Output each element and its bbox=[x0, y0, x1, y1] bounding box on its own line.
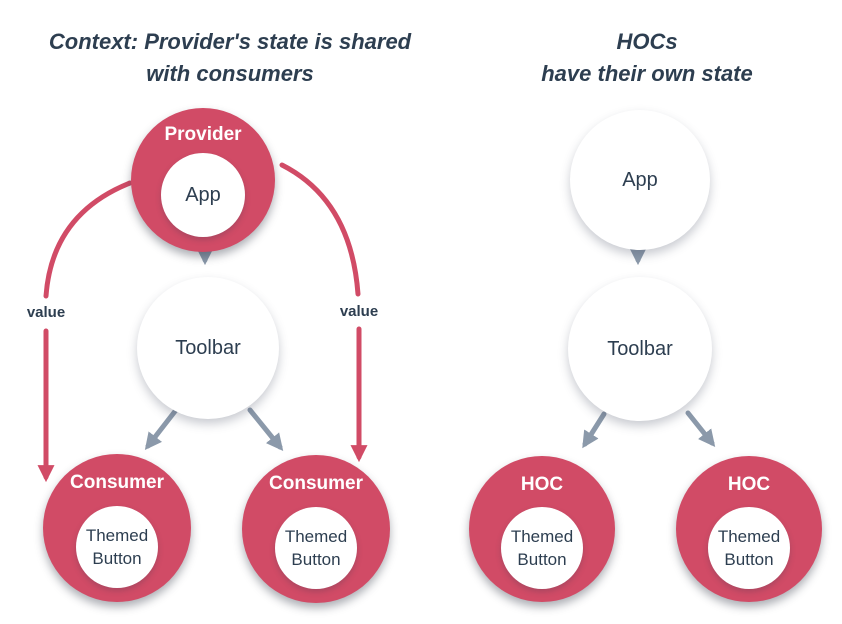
themed-button-circle-4: Themed Button bbox=[708, 507, 790, 589]
app-node-right: App bbox=[570, 110, 710, 250]
consumer-right-label: Consumer bbox=[269, 473, 363, 494]
app-label-left: App bbox=[185, 183, 221, 206]
themed-button-circle-1: Themed Button bbox=[76, 506, 158, 588]
themed-button-label-4: Themed Button bbox=[717, 527, 781, 569]
app-inner-circle-left: App bbox=[161, 153, 245, 237]
right-title-line2: have their own state bbox=[541, 61, 753, 86]
consumer-node-right: Consumer Themed Button bbox=[242, 455, 390, 603]
hoc-left-label: HOC bbox=[520, 474, 564, 495]
themed-button-label-2: Themed Button bbox=[284, 527, 348, 569]
hoc-right-label: HOC bbox=[727, 474, 771, 495]
toolbar-to-hoc-left-arrow bbox=[582, 411, 607, 449]
provider-node-label: Provider bbox=[164, 124, 242, 145]
left-title-line1: Context: Provider's state is shared bbox=[48, 29, 412, 54]
themed-button-label-1: Themed Button bbox=[85, 526, 149, 568]
hoc-node-left: HOC Themed Button bbox=[469, 456, 615, 602]
consumer-left-label: Consumer bbox=[70, 472, 164, 493]
themed-button-circle-3: Themed Button bbox=[501, 507, 583, 589]
value-curve-right bbox=[279, 162, 361, 297]
value-label-left: value bbox=[26, 304, 66, 321]
hoc-node-right: HOC Themed Button bbox=[676, 456, 822, 602]
toolbar-to-consumer-left-arrow bbox=[144, 407, 179, 451]
right-title-line1: HOCs bbox=[616, 29, 678, 54]
app-label-right: App bbox=[622, 168, 658, 191]
toolbar-node-right: Toolbar bbox=[568, 277, 712, 421]
consumer-node-left: Consumer Themed Button bbox=[43, 454, 191, 602]
themed-button-circle-2: Themed Button bbox=[275, 507, 357, 589]
toolbar-label-right: Toolbar bbox=[607, 337, 673, 360]
provider-node: Provider App bbox=[131, 108, 275, 252]
right-panel-title: HOCs have their own state bbox=[460, 26, 834, 90]
toolbar-to-consumer-right-arrow bbox=[247, 407, 284, 451]
toolbar-label-left: Toolbar bbox=[175, 336, 241, 359]
toolbar-to-hoc-right-arrow bbox=[685, 410, 716, 447]
left-title-line2: with consumers bbox=[146, 61, 314, 86]
themed-button-label-3: Themed Button bbox=[510, 527, 574, 569]
left-panel-title: Context: Provider's state is shared with… bbox=[20, 26, 440, 90]
value-label-right: value bbox=[339, 303, 379, 320]
toolbar-node-left: Toolbar bbox=[137, 277, 279, 419]
value-curve-left bbox=[43, 180, 133, 299]
